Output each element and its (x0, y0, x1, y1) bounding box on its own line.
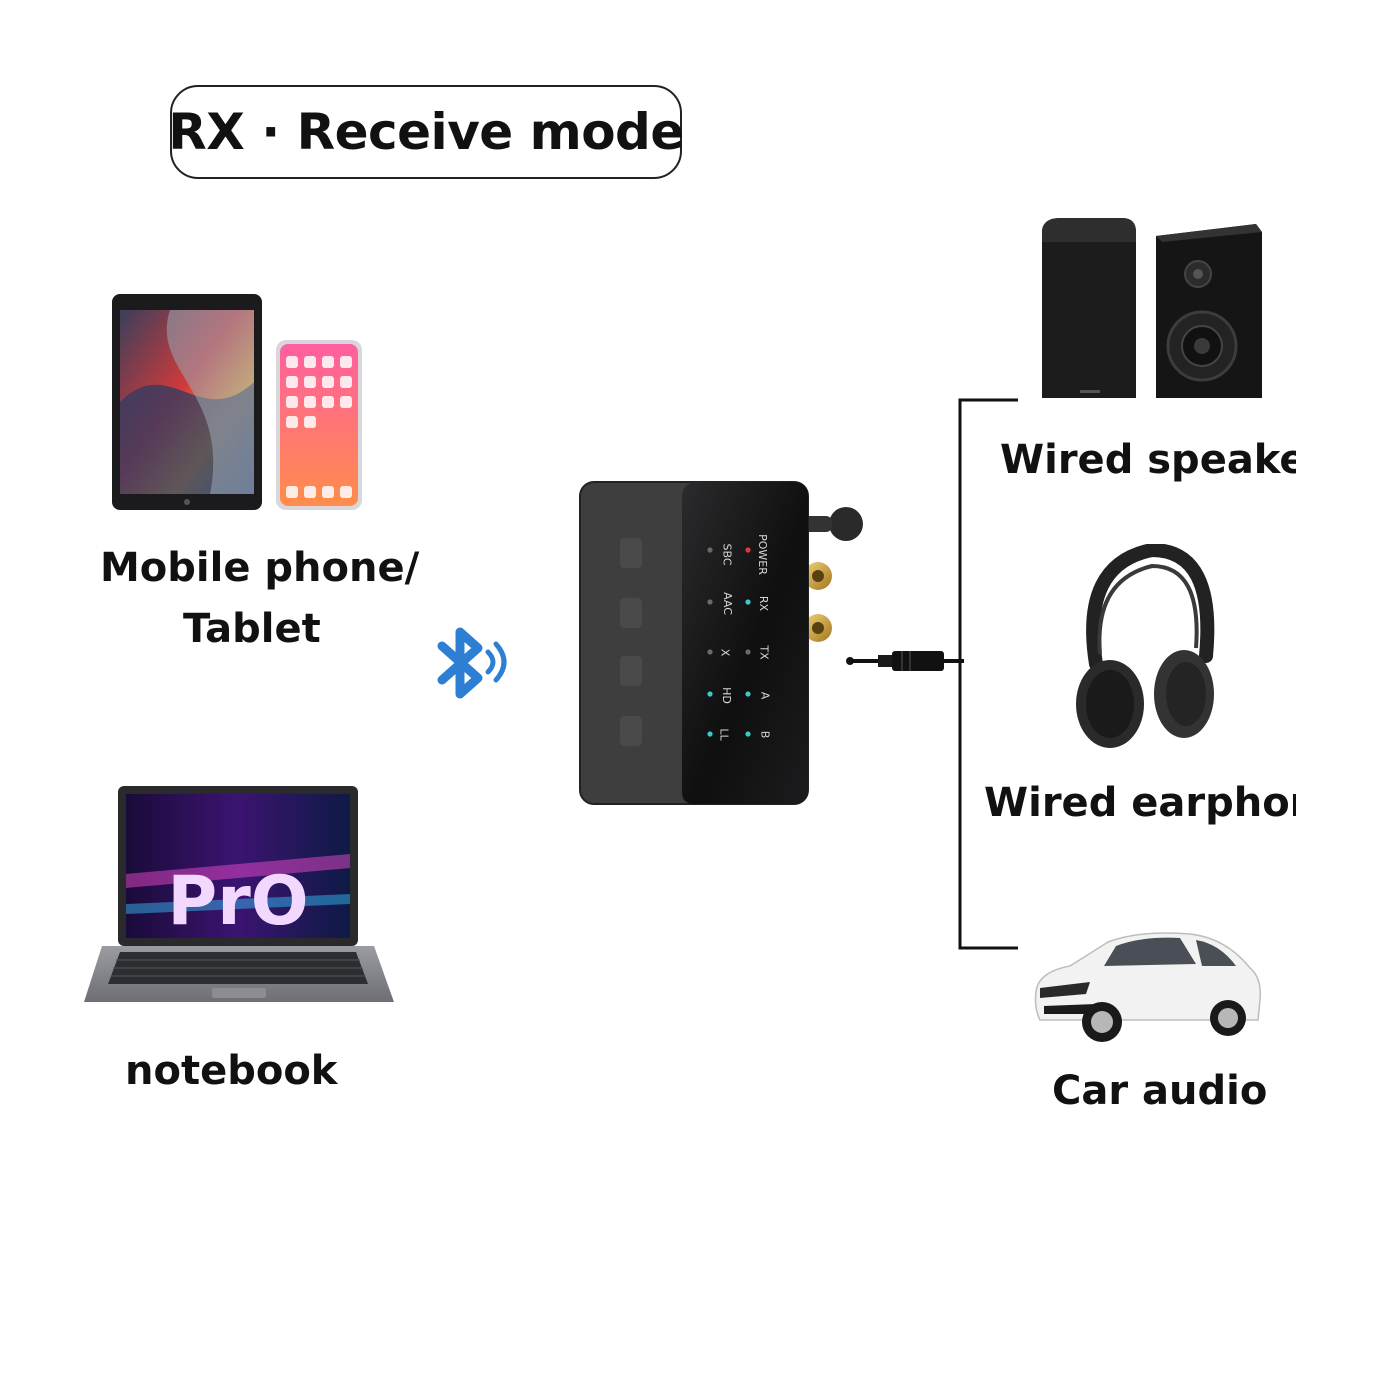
indicator-sbc: SBC (720, 543, 734, 566)
indicator-rx: RX (757, 595, 771, 612)
source-label-phone-line2: Tablet (183, 606, 321, 652)
bluetooth-signal-icon (437, 627, 507, 699)
output-label-earphone: Wired earphone (984, 780, 1296, 826)
bluetooth-device (579, 481, 863, 805)
output-bracket (940, 398, 1018, 950)
indicator-aac: AAC (720, 592, 734, 615)
headphones-illustration (1076, 544, 1215, 748)
car-illustration (1034, 932, 1262, 1042)
source-label-phone-line1: Mobile phone/ (100, 545, 420, 591)
mode-title-box: RX · Receive mode (168, 85, 684, 179)
indicator-a: A (758, 691, 772, 700)
indicator-x: X (718, 648, 732, 657)
output-label-car: Car audio (1052, 1068, 1268, 1114)
output-label-speaker: Wired speaker (1000, 437, 1296, 483)
tablet-phone-illustration (112, 294, 362, 510)
indicator-power: POWER (755, 534, 769, 575)
indicator-b: B (758, 730, 772, 739)
audio-jack-icon (846, 651, 964, 671)
indicator-hd: HD (719, 687, 733, 704)
source-label-laptop: notebook (125, 1048, 338, 1094)
laptop-illustration: PrO (84, 786, 394, 1002)
laptop-screen-text: PrO (167, 862, 308, 941)
indicator-tx: TX (757, 645, 771, 660)
indicator-ll: LL (717, 728, 731, 741)
speakers-illustration (1042, 218, 1262, 398)
mode-title: RX · Receive mode (168, 103, 684, 161)
